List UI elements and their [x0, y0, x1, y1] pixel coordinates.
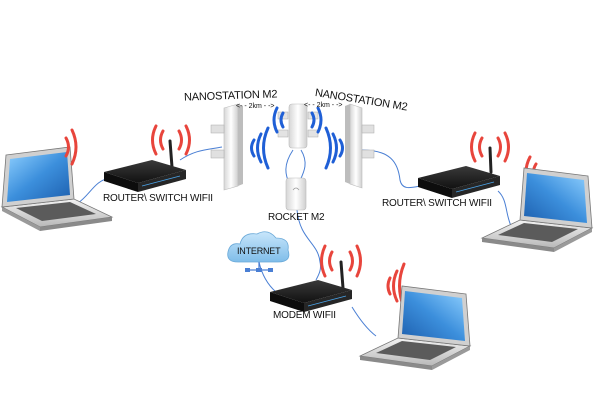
- nanostation-icon: [345, 103, 375, 189]
- rocket-m2: [272, 103, 323, 211]
- modem: [270, 244, 362, 312]
- nanostation-left: [210, 103, 270, 191]
- router-icon: [418, 146, 500, 198]
- modem-label: MODEM WIFII: [273, 310, 336, 321]
- laptop-bottom: [359, 285, 471, 371]
- wifi-signal-icon: [250, 126, 270, 170]
- modem-icon: [270, 260, 352, 312]
- laptop-left: [1, 146, 113, 232]
- wifi-signal-icon: [151, 124, 191, 156]
- internet-label: INTERNET: [237, 246, 281, 256]
- internet-cloud: [227, 231, 290, 272]
- router-right: [418, 131, 510, 198]
- wifi-signal-icon: [272, 106, 323, 134]
- router-left: [104, 124, 191, 192]
- laptop-icon: [359, 285, 471, 371]
- cloud-icon: [227, 231, 290, 272]
- router-right-label: ROUTER\ SWITCH WIFII: [382, 198, 492, 209]
- wifi-signal-icon: [470, 131, 510, 163]
- distance-right-label: <- - 2km - ->: [304, 102, 343, 109]
- rocket-label: ROCKET M2: [268, 212, 325, 223]
- router-icon: [104, 139, 186, 192]
- rocket-antenna-icon: [277, 103, 319, 211]
- router-left-label: ROUTER\ SWITCH WIFII: [103, 193, 213, 204]
- wifi-signal-icon: [324, 126, 344, 170]
- wifi-signal-icon: [320, 244, 362, 278]
- nanostation-right: [324, 103, 375, 189]
- wifi-signal-icon: [64, 128, 78, 166]
- laptop-icon: [1, 146, 113, 232]
- distance-left-label: <- - 2km - ->: [236, 103, 275, 110]
- cables: [77, 146, 513, 337]
- nanostation-icon: [210, 103, 243, 191]
